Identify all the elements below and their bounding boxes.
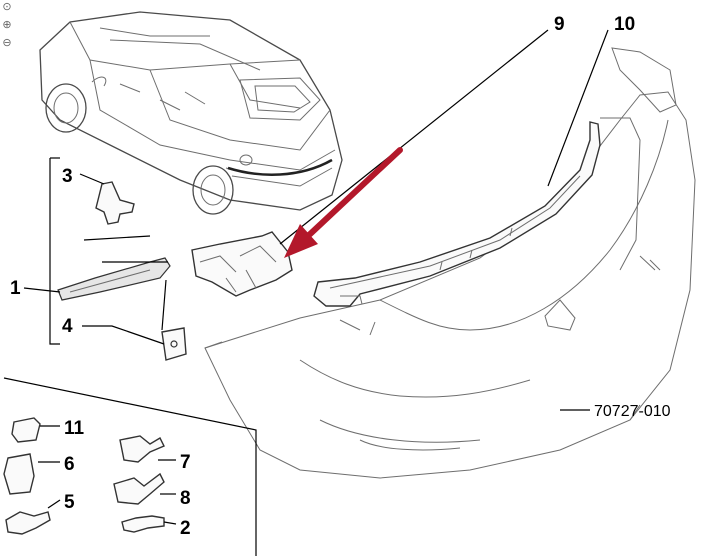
fastener-hardware: [3, 417, 165, 535]
callout-5[interactable]: 5: [64, 492, 75, 513]
pointer-arrow: [284, 147, 403, 258]
callout-1[interactable]: 1: [10, 278, 21, 299]
callout-4[interactable]: 4: [62, 316, 73, 337]
callout-7[interactable]: 7: [180, 452, 191, 473]
callout-11[interactable]: 11: [64, 418, 85, 439]
part-4-nut-clip: [161, 327, 187, 361]
callout-3[interactable]: 3: [62, 166, 73, 187]
zoom-in-icon[interactable]: ⊕: [2, 19, 12, 31]
part-1-left-bumper-bracket: [57, 257, 171, 301]
part-3-push-clip: [95, 181, 135, 225]
callout-10[interactable]: 10: [614, 14, 635, 35]
leader-lines: [3, 29, 609, 556]
callout-2[interactable]: 2: [180, 518, 191, 539]
diagram-reference-code: 70727-010: [594, 403, 671, 420]
vehicle-overview: [39, 11, 343, 215]
callout-6[interactable]: 6: [64, 454, 75, 475]
pin-icon[interactable]: ⊙: [2, 1, 12, 13]
callout-9[interactable]: 9: [554, 14, 565, 35]
callout-8[interactable]: 8: [180, 488, 191, 509]
part-9-side-bracket: [191, 231, 293, 297]
part-10-bumper-guide: [313, 121, 601, 307]
zoom-out-icon[interactable]: ⊖: [2, 37, 12, 49]
